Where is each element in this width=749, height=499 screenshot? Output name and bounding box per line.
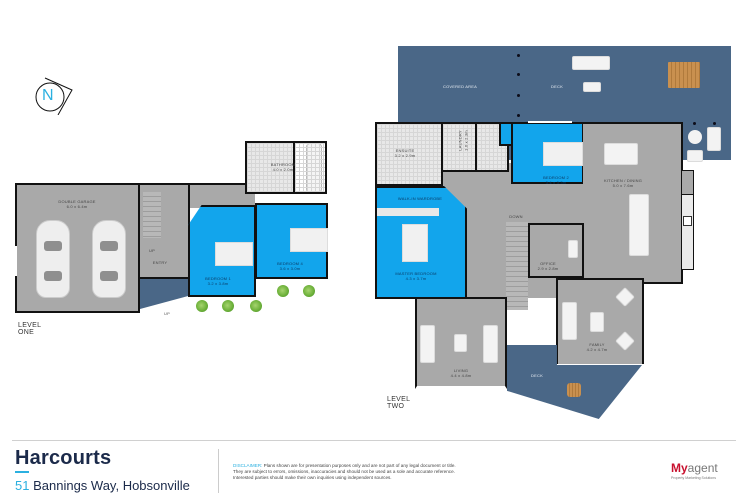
kitchen-bench — [681, 193, 694, 270]
room-dims: 3.2 x 3.8m — [207, 281, 229, 286]
tree-icon — [196, 300, 208, 312]
tree-icon — [222, 300, 234, 312]
hallway — [190, 183, 255, 208]
footer: Harcourts 51 Bannings Way, Hobsonville D… — [0, 441, 749, 499]
pantry — [681, 170, 694, 195]
tree-icon — [250, 300, 262, 312]
level-one-title: LEVEL ONE — [18, 322, 42, 336]
property-address: 51 Bannings Way, Hobsonville — [15, 478, 190, 493]
room-dims: 1.6 x 2.3m — [463, 130, 469, 151]
room-ensuite — [375, 122, 443, 186]
round-table-icon — [688, 130, 702, 144]
north-compass: N — [28, 70, 78, 116]
disclaimer-label: DISCLAIMER: — [233, 463, 263, 468]
room-dims: 3.2 x 2.9m — [394, 153, 416, 158]
disclaimer-line-1: Plans shown are for presentation purpose… — [263, 463, 456, 468]
outdoor-sofa-icon — [572, 56, 610, 70]
coffee-table-icon — [590, 312, 604, 332]
sofa-icon — [483, 325, 498, 363]
cooktop-icon — [683, 216, 692, 226]
ramp-up-label: UP — [164, 311, 170, 316]
myagent-agent: agent — [687, 461, 718, 475]
room-label: ENTRY — [152, 260, 168, 265]
room-label: LAUNDRY — [457, 130, 463, 151]
room-label: DECK — [551, 84, 563, 89]
room-wc — [477, 122, 509, 172]
room-dims: 3.4 x 3.3m — [545, 180, 567, 185]
room-label: BEDROOM 2 — [543, 175, 569, 180]
kitchen-island-icon — [629, 194, 649, 256]
room-dims: 4.0 x 2.0m — [272, 167, 294, 172]
disclaimer-line-2: They are subject to errors, omissions, i… — [233, 469, 455, 474]
room-bathroom — [245, 141, 295, 194]
compass-icon — [35, 77, 73, 116]
room-dims: 4.3 x 3.7m — [405, 276, 427, 281]
footer-vertical-divider — [218, 449, 219, 493]
room-label: MASTER BEDROOM — [395, 271, 437, 276]
room-label: BEDROOM 4 — [277, 261, 303, 266]
bed-icon — [402, 224, 428, 262]
disclaimer: DISCLAIMER: Plans shown are for presenta… — [233, 463, 456, 481]
brand-underline — [15, 471, 29, 473]
bed-icon — [215, 242, 253, 266]
room-dims: 5.0 x 7.6m — [612, 183, 634, 188]
outdoor-table-icon — [583, 82, 601, 92]
outdoor-chair-icon — [707, 127, 721, 151]
bed-icon — [290, 228, 328, 252]
outdoor-chair-icon — [687, 150, 703, 162]
room-label: BATHROOM — [270, 162, 296, 167]
room-laundry — [443, 122, 477, 172]
dining-table-icon — [604, 143, 638, 165]
room-label: ENSUITE — [395, 148, 415, 153]
room-label: COVERED AREA — [443, 84, 477, 89]
room-label: OFFICE — [540, 261, 556, 266]
stairs-down-label: DOWN — [509, 214, 523, 219]
room-dims: 3.6 x 3.0m — [279, 266, 301, 271]
car-icon — [92, 220, 126, 298]
car-icon — [36, 220, 70, 298]
room-dims: 4.4 x 4.8m — [450, 373, 472, 378]
myagent-logo: Myagent Property Marketing Solutions — [671, 459, 718, 480]
harcourts-logo: Harcourts — [15, 447, 112, 473]
disclaimer-line-3: Interested parties should make their own… — [233, 475, 392, 480]
stairs — [506, 222, 528, 310]
room-label: DOUBLE GARAGE — [58, 199, 96, 204]
stairs — [143, 192, 161, 238]
brand-name: Harcourts — [15, 447, 112, 469]
compass-north-label: N — [42, 87, 54, 104]
outdoor-table-icon — [567, 383, 581, 397]
room-label: LIVING — [453, 368, 469, 373]
footer-divider — [12, 440, 736, 441]
bed-icon — [543, 142, 583, 166]
room-dims: 4.2 x 4.7m — [586, 347, 608, 352]
sofa-icon — [562, 302, 577, 340]
sofa-icon — [420, 325, 435, 363]
room-dims: 6.0 x 6.4m — [66, 204, 88, 209]
room-label: FAMILY — [589, 342, 605, 347]
desk-icon — [568, 240, 578, 258]
myagent-my: My — [671, 461, 688, 475]
stairs-up-label: UP — [149, 248, 155, 253]
myagent-tagline: Property Marketing Solutions — [671, 476, 716, 480]
room-label: BEDROOM 1 — [205, 276, 231, 281]
outdoor-dining-table-icon — [668, 62, 700, 88]
address-number: 51 — [15, 478, 30, 493]
address-street: Bannings Way, Hobsonville — [33, 478, 190, 493]
room-label: WALK-IN WARDROBE — [397, 196, 443, 201]
coffee-table-icon — [454, 334, 467, 352]
entry-ramp — [140, 279, 190, 309]
level-two-title: LEVEL TWO — [387, 396, 411, 410]
tree-icon — [277, 285, 289, 297]
room-dims: 2.9 x 2.8m — [537, 266, 559, 271]
tree-icon — [303, 285, 315, 297]
room-label: DECK — [531, 373, 543, 378]
room-label: KITCHEN / DINING — [603, 178, 643, 183]
